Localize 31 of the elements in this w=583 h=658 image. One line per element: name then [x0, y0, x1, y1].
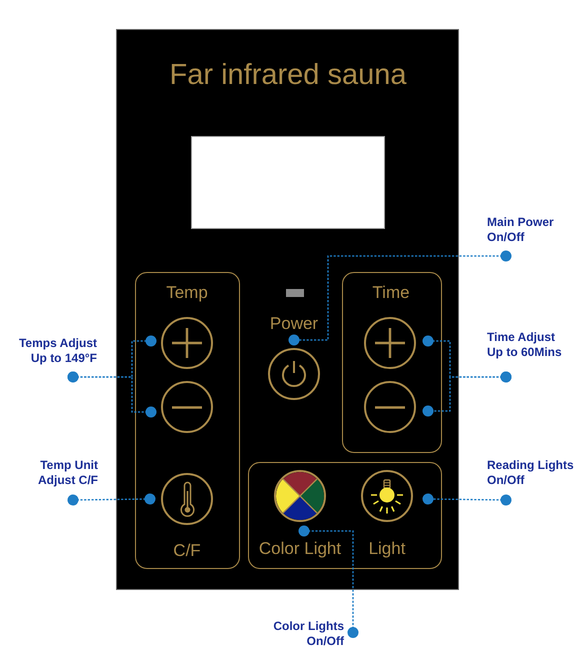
panel-title: Far infrared sauna [170, 58, 406, 92]
leader-line [68, 494, 156, 506]
button-label: Color Light [258, 539, 342, 559]
group-label: Temp [166, 283, 208, 303]
callout-text: Main Power On/Off [487, 215, 562, 244]
touch-button [364, 381, 416, 433]
touch-button [361, 470, 413, 522]
button-label: Light [368, 539, 406, 559]
leader-line [422, 494, 512, 506]
leader-line [298, 526, 358, 638]
group-label: Time [372, 283, 410, 303]
touch-button [268, 348, 320, 400]
touch-button [364, 317, 416, 369]
callout-text: Temps Adjust Up to 149°F [13, 336, 97, 365]
touch-button [161, 317, 213, 369]
touch-button [161, 473, 213, 525]
leader-line [68, 372, 156, 418]
callout-text: Temp Unit Adjust C/F [14, 458, 98, 487]
button-group-frame [248, 462, 442, 569]
callout-text: Reading Lights On/Off [487, 458, 579, 487]
control-panel [116, 29, 459, 590]
callout-text: Color Lights On/Off [266, 619, 344, 648]
button-group-frame [342, 272, 442, 453]
button-label: C/F [173, 541, 201, 561]
display-screen [191, 136, 385, 229]
callout-text: Time Adjust Up to 60Mins [487, 330, 567, 359]
button-label: Power [270, 314, 318, 334]
leader-line [288, 250, 512, 346]
touch-button [161, 381, 213, 433]
button-group-frame [135, 272, 240, 569]
leader-line [422, 372, 512, 416]
